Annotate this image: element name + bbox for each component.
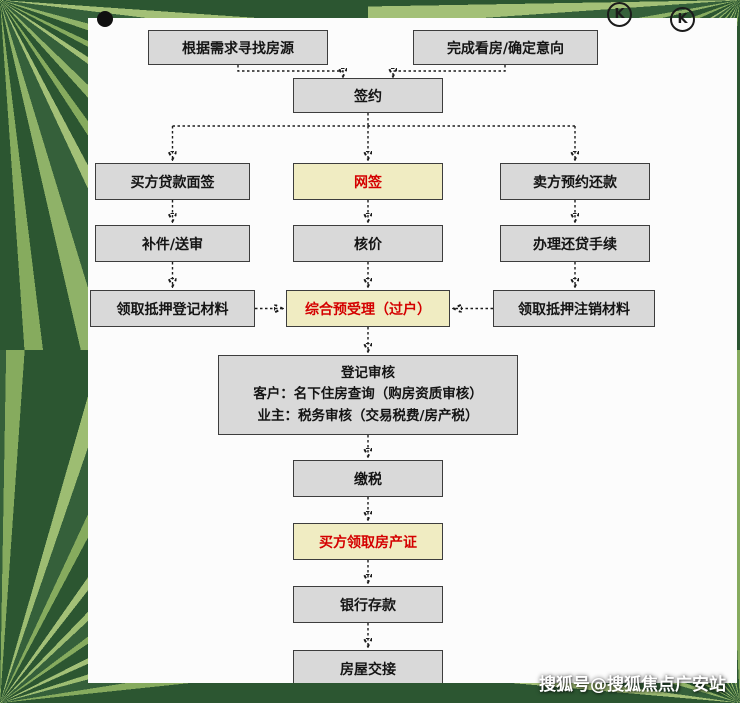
- circled-k-icon: K: [670, 7, 695, 32]
- node-mortgage-cancellation-materials: 领取抵押注销材料: [493, 290, 655, 327]
- node-signing: 签约: [293, 78, 443, 113]
- node-comprehensive-pre-acceptance: 综合预受理（过户）: [286, 290, 450, 327]
- node-online-signing: 网签: [293, 163, 443, 200]
- node-supplement-submit: 补件/送审: [95, 225, 250, 262]
- registration-review-seller-line: 业主：税务审核（交易税费/房产税）: [257, 407, 479, 424]
- node-price-verification: 核价: [293, 225, 443, 262]
- flowchart-panel: 根据需求寻找房源 完成看房/确定意向 签约 买方贷款面签 网签 卖方预约还款 补…: [88, 18, 737, 683]
- node-bank-deposit: 银行存款: [293, 586, 443, 623]
- node-buyer-loan-interview: 买方贷款面签: [95, 163, 250, 200]
- node-confirm-intent: 完成看房/确定意向: [413, 30, 598, 65]
- node-pay-tax: 缴税: [293, 460, 443, 497]
- k-letter: K: [614, 7, 625, 22]
- k-letter: K: [677, 12, 688, 27]
- node-find-house: 根据需求寻找房源: [148, 30, 328, 65]
- watermark-sohu: 搜狐号@搜狐焦点广安站: [539, 675, 726, 695]
- node-registration-review: 登记审核 客户：名下住房查询（购房资质审核） 业主：税务审核（交易税费/房产税）: [218, 355, 518, 435]
- black-dot-decoration: [97, 11, 113, 27]
- node-buyer-receives-certificate: 买方领取房产证: [293, 523, 443, 560]
- registration-review-buyer-line: 客户：名下住房查询（购房资质审核）: [253, 386, 483, 403]
- node-house-handover: 房屋交接: [293, 650, 443, 683]
- circled-k-icon: K: [607, 2, 632, 27]
- node-loan-repayment-procedure: 办理还贷手续: [500, 225, 650, 262]
- flowchart-connectors: [88, 65, 737, 683]
- node-mortgage-registration-materials: 领取抵押登记材料: [90, 290, 255, 327]
- registration-review-title: 登记审核: [341, 364, 395, 381]
- node-seller-repayment-booking: 卖方预约还款: [500, 163, 650, 200]
